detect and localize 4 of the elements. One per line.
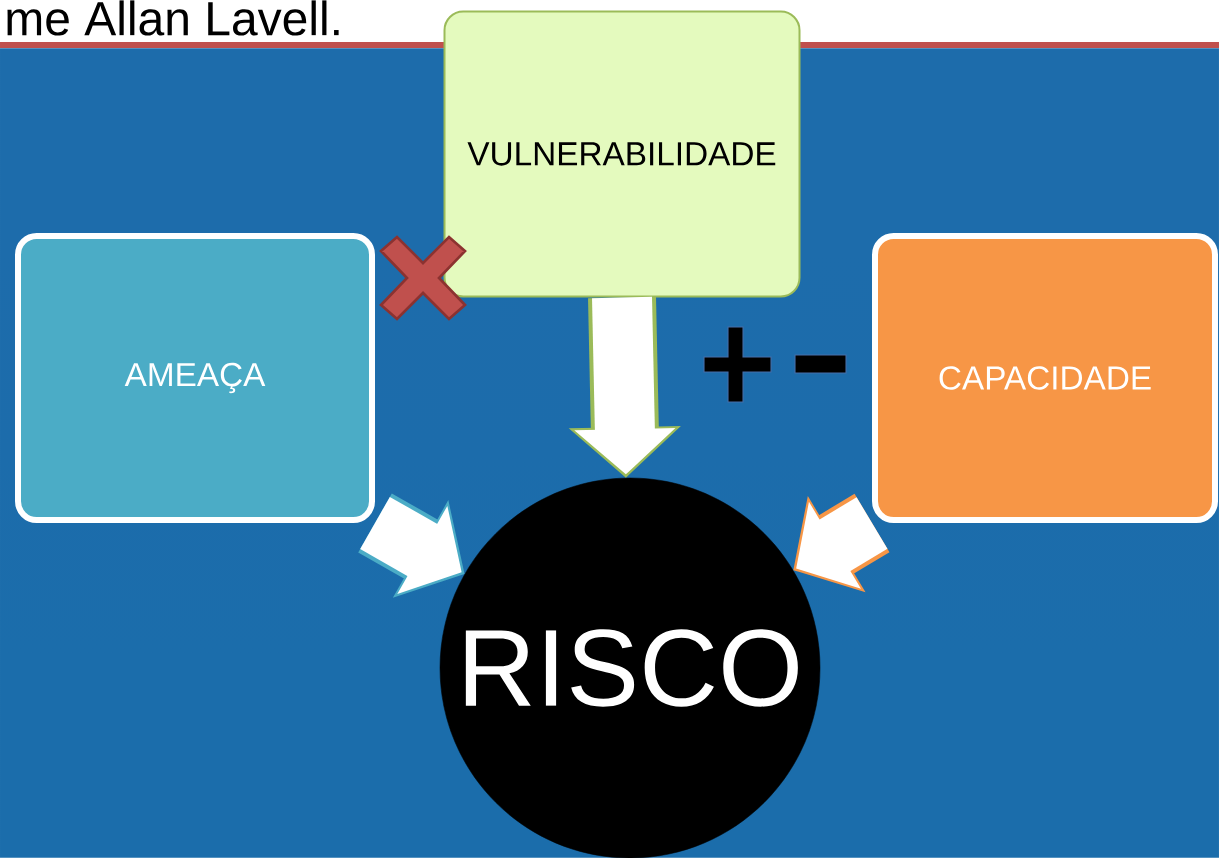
title-text: me Allan Lavell. [7,0,339,36]
label-box: VULNERABILIDADE [443,10,801,298]
label-box: CAPACIDADE [872,233,1218,523]
label-box: AMEAÇA [15,233,375,523]
